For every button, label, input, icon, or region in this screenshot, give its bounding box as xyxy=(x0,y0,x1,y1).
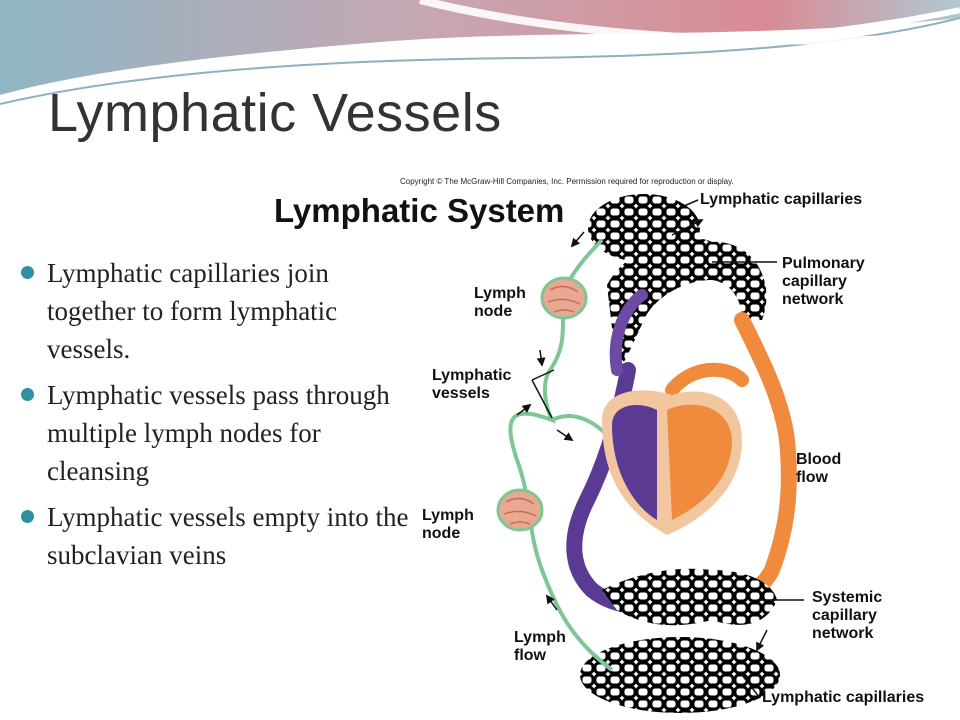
bullet-item: Lymphatic vessels empty into the subclav… xyxy=(18,498,418,574)
label-systemic-capillary-network: Systemic capillary network xyxy=(812,589,887,642)
header-swoosh xyxy=(0,0,960,105)
label-lymph-flow: Lymph flow xyxy=(514,629,570,664)
figure-title: Lymphatic System xyxy=(274,192,564,229)
lymphatic-capillaries-bottom xyxy=(580,637,780,713)
label-lymphatic-vessels: Lymphatic vessels xyxy=(432,367,516,402)
label-lymphatic-capillaries-top: Lymphatic capillaries xyxy=(700,191,862,208)
label-lymphatic-capillaries-bottom: Lymphatic capillaries xyxy=(762,689,924,706)
bullet-item: Lymphatic vessels pass through multiple … xyxy=(18,376,418,490)
lymph-node-lower xyxy=(496,488,544,532)
label-pulmonary-capillary-network: Pulmonary capillary network xyxy=(782,255,869,308)
label-lymph-node-lower: Lymph node xyxy=(422,507,478,542)
systemic-capillary-network xyxy=(602,568,777,626)
oxygenated-blood-vessel xyxy=(665,362,749,397)
bullet-item: Lymphatic capillaries join together to f… xyxy=(18,254,418,368)
lymph-node-upper xyxy=(540,276,588,320)
copyright-notice: Copyright © The McGraw-Hill Companies, I… xyxy=(400,177,734,186)
bullet-list: Lymphatic capillaries join together to f… xyxy=(18,254,418,582)
label-leaders xyxy=(531,199,804,699)
lymphatic-system-diagram: Copyright © The McGraw-Hill Companies, I… xyxy=(274,177,924,713)
flow-arrows xyxy=(516,219,768,652)
slide-title: Lymphatic Vessels xyxy=(48,83,502,143)
deoxygenated-blood-vessel xyxy=(609,289,648,376)
heart xyxy=(602,390,742,535)
label-lymph-node-upper: Lymph node xyxy=(474,285,530,320)
label-blood-flow: Blood flow xyxy=(796,451,846,486)
